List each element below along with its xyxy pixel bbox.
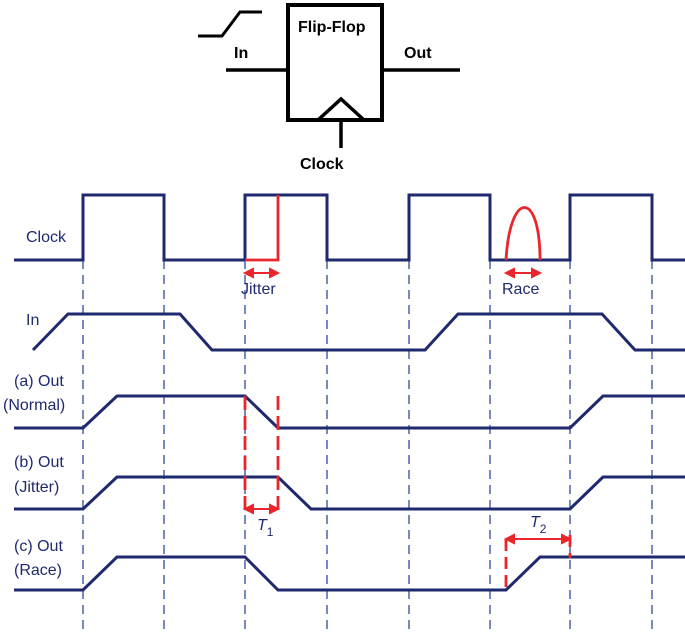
race-arrowhead-right	[531, 267, 543, 279]
clock-waveform	[14, 193, 685, 262]
t1-label-sub: 1	[267, 525, 274, 539]
jitter-arrowhead-left	[242, 267, 254, 279]
clock-label: Clock	[26, 229, 67, 246]
race-arrowhead-left	[503, 267, 515, 279]
annotations	[243, 195, 572, 590]
t2-label-main: T	[530, 514, 541, 531]
out-a-waveform	[14, 394, 685, 430]
flip-flop-output-label: Out	[404, 45, 432, 62]
out-b-label-line1: (b) Out	[14, 454, 64, 471]
annotation-labels: Jitter Race T1 T2	[241, 281, 547, 539]
out-a-label-line2: (Normal)	[3, 397, 65, 414]
t1-label: T1	[257, 517, 274, 539]
t2-label-sub: 2	[540, 522, 547, 536]
jitter-arrowhead-right	[269, 267, 281, 279]
race-glitch	[504, 206, 542, 261]
out-a-label-line1: (a) Out	[14, 373, 64, 390]
out-c-label-line2: (Race)	[14, 562, 62, 579]
flip-flop-clock-label: Clock	[300, 156, 344, 173]
t2-arrowhead-right	[561, 533, 573, 545]
out-c-label-line1: (c) Out	[14, 538, 63, 555]
t2-label: T2	[530, 514, 547, 536]
clock-triangle	[316, 96, 366, 122]
t1-arrowhead-left	[242, 503, 254, 515]
flip-flop-title: Flip-Flop	[298, 19, 366, 36]
arrows	[242, 267, 573, 545]
jitter-label: Jitter	[241, 281, 276, 298]
signal-labels: Clock In (a) Out (Normal) (b) Out (Jitte…	[3, 229, 67, 579]
out-c-waveform	[14, 555, 685, 592]
t2-arrowhead-left	[503, 533, 515, 545]
jitter-clock-edge	[245, 195, 280, 262]
edge-guides	[82, 260, 653, 634]
in-label: In	[26, 312, 39, 329]
out-b-label-line2: (Jitter)	[14, 479, 59, 496]
t1-arrowhead-right	[269, 503, 281, 515]
t1-label-main: T	[257, 517, 268, 534]
flip-flop-block: Flip-Flop In Out Clock	[198, 3, 460, 173]
in-waveform	[31, 312, 685, 352]
rising-edge-icon	[198, 10, 262, 38]
flip-flop-box	[286, 3, 384, 122]
flip-flop-input-label: In	[234, 45, 248, 62]
out-b-waveform	[14, 475, 685, 511]
race-label: Race	[502, 281, 539, 298]
